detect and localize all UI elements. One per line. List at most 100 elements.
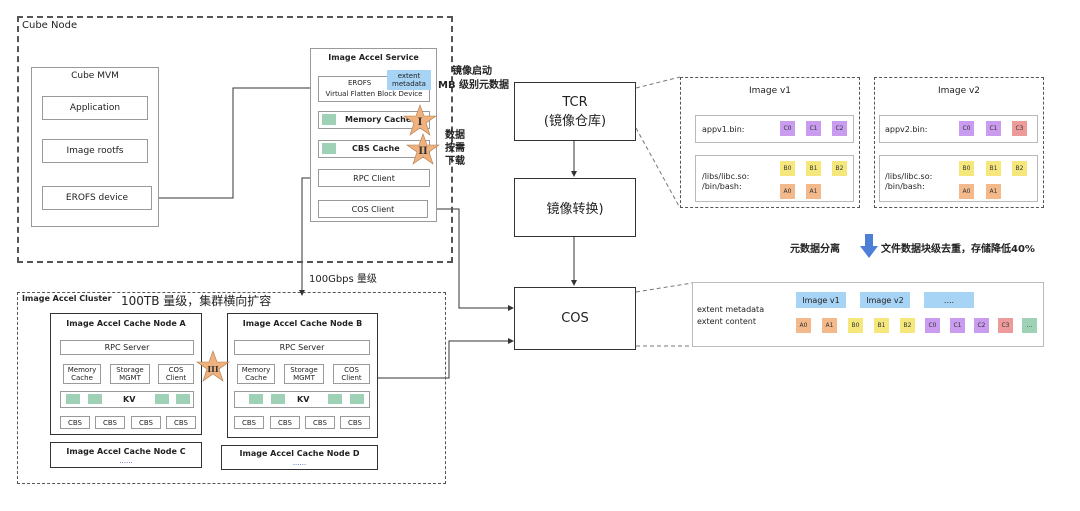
image-rootfs-box: Image rootfs — [42, 139, 148, 163]
tcr-sublabel: (镜像仓库) — [543, 113, 607, 129]
node-b-rpc-server: RPC Server — [234, 340, 370, 355]
cluster-title: Image Accel Cluster — [22, 294, 112, 303]
annotation-meta-split: 元数据分离 — [790, 244, 840, 255]
node-a-cbs: CBS — [60, 416, 90, 429]
v2-chip-c0: C0 — [959, 121, 974, 136]
node-a-cbs: CBS — [95, 416, 125, 429]
node-a-kv-chip — [66, 394, 80, 404]
star-badge-3: III — [196, 350, 230, 384]
application-box: Application — [42, 96, 148, 120]
cache-node-c-dots: ...... — [119, 457, 133, 465]
node-b-storage-mgmt: Storage MGMT — [284, 364, 324, 384]
v2-chip-a1: A1 — [986, 184, 1001, 199]
node-a-rpc-server: RPC Server — [60, 340, 194, 355]
erofs-label: EROFS — [348, 79, 372, 87]
cos-box: COS — [514, 287, 636, 350]
merged-chip-a0: A0 — [796, 318, 811, 333]
rpc-client-box: RPC Client — [318, 169, 430, 187]
node-b-cbs: CBS — [234, 416, 264, 429]
annotation-bandwidth: 100Gbps 量级 — [309, 274, 377, 285]
v2-chip-b1: B1 — [986, 161, 1001, 176]
image-accel-service-title: Image Accel Service — [328, 53, 419, 62]
memory-cache-label: Memory Cache — [345, 115, 412, 124]
v1-chip-c0: C0 — [780, 121, 795, 136]
image-v1-app-row — [695, 115, 854, 143]
node-a-kv-chip — [155, 394, 169, 404]
node-b-kv-chip — [328, 394, 342, 404]
v1-chip-b2: B2 — [832, 161, 847, 176]
image-v1-app-label: appv1.bin: — [702, 125, 745, 134]
cache-node-d — [221, 445, 378, 470]
star-badge-2: II — [406, 133, 440, 167]
v1-chip-c1: C1 — [806, 121, 821, 136]
node-b-cos-client: COS Client — [333, 364, 370, 384]
merged-chip-more: ... — [1022, 318, 1037, 333]
image-v1-libs-label: /libs/libc.so: — [702, 172, 750, 181]
merged-tag-more: .... — [924, 292, 974, 308]
image-v1-title: Image v1 — [748, 86, 792, 96]
node-a-kv-label: KV — [123, 395, 136, 404]
annotation-mirror-start: 镜像启动 — [452, 66, 492, 77]
merged-chip-c0: C0 — [925, 318, 940, 333]
vfbd-label: Virtual Flatten Block Device — [325, 90, 423, 98]
cube-node-title: Cube Node — [22, 20, 78, 31]
convert-box: 镜像转换) — [514, 178, 636, 237]
annotation-scale: 100TB 量级，集群横向扩容 — [121, 294, 272, 308]
v2-chip-c1: C1 — [986, 121, 1001, 136]
cache-node-a-title: Image Accel Cache Node A — [66, 319, 186, 328]
node-b-kv-chip — [350, 394, 364, 404]
annotation-mb-meta: MB 级别元数据 — [438, 80, 510, 91]
v2-chip-b2: B2 — [1012, 161, 1027, 176]
extent-metadata-tag: extent metadata — [387, 70, 431, 90]
cbs-cache-chip — [322, 143, 336, 154]
cube-mvm-title: Cube MVM — [71, 71, 119, 81]
cache-node-d-title: Image Accel Cache Node D — [239, 449, 360, 458]
merged-chip-a1: A1 — [822, 318, 837, 333]
memory-cache-chip — [322, 114, 336, 125]
annotation-data-3: 下载 — [445, 156, 465, 167]
image-v2-app-row — [879, 115, 1038, 143]
image-v1-frame — [680, 77, 860, 208]
cbs-cache-label: CBS Cache — [352, 144, 400, 153]
merged-chip-b1: B1 — [874, 318, 889, 333]
v1-chip-c2: C2 — [832, 121, 847, 136]
node-b-cbs: CBS — [340, 416, 370, 429]
node-b-kv-chip — [249, 394, 263, 404]
node-b-cbs: CBS — [270, 416, 300, 429]
v2-chip-c3: C3 — [1012, 121, 1027, 136]
v1-chip-a1: A1 — [806, 184, 821, 199]
merged-chip-b2: B2 — [900, 318, 915, 333]
node-a-kv-chip — [88, 394, 102, 404]
v1-chip-b0: B0 — [780, 161, 795, 176]
node-a-cbs: CBS — [131, 416, 161, 429]
cos-client-box: COS Client — [318, 200, 428, 218]
node-a-kv-chip — [176, 394, 190, 404]
extent-metadata-label: extent metadata — [697, 305, 765, 314]
merged-tag-v1: Image v1 — [796, 292, 846, 308]
node-b-kv-chip — [271, 394, 285, 404]
image-v2-libs-row — [879, 155, 1038, 202]
merged-tag-v2: Image v2 — [860, 292, 910, 308]
cache-node-d-dots: ...... — [292, 459, 307, 467]
cube-node-frame — [17, 16, 453, 263]
cache-node-c — [50, 442, 202, 468]
tcr-box: TCR (镜像仓库) — [514, 82, 636, 141]
tcr-label: TCR — [562, 94, 588, 110]
image-v1-libs-row — [695, 155, 854, 202]
node-b-memory-cache: Memory Cache — [237, 364, 275, 384]
annotation-dedup: 文件数据块级去重，存储降低40% — [881, 244, 1035, 255]
merged-chip-c2: C2 — [974, 318, 989, 333]
node-b-cbs: CBS — [305, 416, 335, 429]
v2-chip-a0: A0 — [959, 184, 974, 199]
v2-chip-b0: B0 — [959, 161, 974, 176]
node-a-cbs: CBS — [166, 416, 196, 429]
annotation-data-1: 数据 — [445, 130, 465, 141]
annotation-data-2: 按需 — [445, 143, 465, 154]
v1-chip-b1: B1 — [806, 161, 821, 176]
node-a-cos-client: COS Client — [158, 364, 194, 384]
v1-chip-a0: A0 — [780, 184, 795, 199]
image-v2-frame — [874, 77, 1044, 208]
image-v2-title: Image v2 — [937, 86, 981, 96]
merged-chip-c1: C1 — [950, 318, 965, 333]
merged-chip-c3: C3 — [998, 318, 1013, 333]
